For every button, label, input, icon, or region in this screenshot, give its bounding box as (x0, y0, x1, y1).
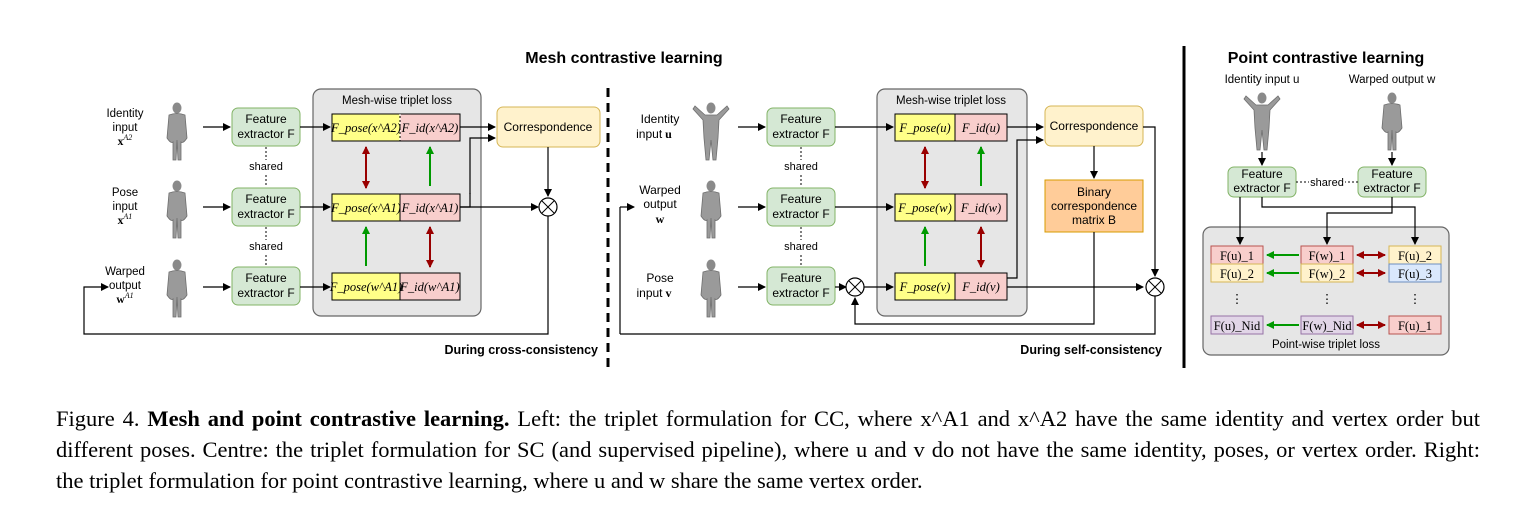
pose-feature-label: F_pose(x^A2) (330, 121, 401, 135)
shared-label: shared (249, 241, 283, 253)
point-feature-label: F(u)_1 (1398, 319, 1432, 333)
point-loss-title: Point-wise triplet loss (1272, 339, 1380, 351)
vertical-ellipsis: ⋮ (1321, 292, 1334, 306)
shared-label: shared (784, 241, 818, 253)
mesh-thumbnail (166, 180, 188, 239)
pose-feature (331, 113, 401, 142)
pose-feature (894, 272, 956, 301)
shared-label: shared (784, 161, 818, 173)
mesh-thumbnail (700, 180, 722, 239)
point-feature-w (1300, 263, 1354, 283)
loss-title: Mesh-wise triplet loss (896, 95, 1006, 107)
mesh-thumbnail (1381, 92, 1403, 151)
point-feature-neg (1388, 263, 1442, 283)
left-input-sym-2: xA1 (118, 212, 133, 227)
id-feature (399, 272, 461, 301)
id-feature (954, 193, 1008, 222)
mesh-thumbnail (1243, 92, 1281, 151)
feature-extractor-box (766, 266, 836, 306)
mesh-thumbnail (692, 102, 730, 161)
caption-text: Left: the triplet formulation for CC, wh… (56, 406, 1480, 493)
mesh-title: Mesh contrastive learning (525, 50, 722, 67)
point-loss-panel (1202, 226, 1450, 356)
left-input-sym-3: wA1 (116, 291, 133, 306)
id-feature (399, 193, 461, 222)
right-panel: Identity input u Warped output w Feature… (1202, 74, 1450, 356)
left-input-sym-1: xA2 (118, 133, 133, 148)
id-feature (954, 272, 1008, 301)
caption-title: Mesh and point contrastive learning. (147, 406, 510, 431)
point-feature-u (1210, 263, 1264, 283)
point-feature-label: F(w)_Nid (1302, 319, 1352, 333)
cross-consistency-note: During cross-consistency (444, 343, 598, 357)
pose-feature-label: F_pose(w^A1) (329, 280, 403, 294)
mesh-thumbnail (700, 259, 722, 318)
mesh-thumbnail (166, 259, 188, 318)
figure-caption: Figure 4. Mesh and point contrastive lea… (56, 403, 1480, 496)
point-title: Point contrastive learning (1228, 50, 1424, 67)
binary-matrix-box (1044, 179, 1144, 233)
vertical-ellipsis: ⋮ (1231, 292, 1244, 306)
point-feature-u (1210, 315, 1264, 335)
id-feature-label: F_id(v) (961, 280, 999, 294)
pose-feature-label: F_pose(x^A1) (330, 201, 401, 215)
pose-feature-label: F_pose(u) (898, 121, 950, 135)
id-feature-label: F_id(u) (961, 121, 1000, 135)
point-feature-neg (1388, 315, 1442, 335)
point-feature-label: F(u)_3 (1398, 267, 1432, 281)
id-feature (399, 113, 461, 142)
vertical-ellipsis: ⋮ (1409, 292, 1422, 306)
feature-extractor-box (231, 266, 301, 306)
point-feature-label: F(u)_2 (1398, 249, 1432, 263)
correspondence-label: Correspondence (1050, 119, 1139, 133)
point-feature-label: F(w)_1 (1309, 249, 1346, 263)
id-feature-label: F_id(w) (960, 201, 1001, 215)
shared-label: shared (249, 161, 283, 173)
point-feature-w (1300, 315, 1354, 335)
point-feature-label: F(w)_2 (1309, 267, 1346, 281)
id-feature-label: F_id(w^A1) (399, 280, 459, 294)
mesh-thumbnail (166, 102, 188, 161)
loss-title: Mesh-wise triplet loss (342, 95, 452, 107)
caption-label: Figure 4. (56, 406, 140, 431)
figure-diagram: Mesh contrastive learning Point contrast… (83, 46, 1450, 368)
warped-output-label: Warped output w (1349, 74, 1436, 86)
point-feature-label: F(u)_Nid (1214, 319, 1261, 333)
pose-feature (894, 113, 956, 142)
id-feature-label: F_id(x^A2) (401, 121, 459, 135)
pose-feature (331, 193, 401, 222)
identity-input-label: Identity input u (1225, 74, 1300, 86)
shared-label: shared (1310, 177, 1344, 189)
pose-feature-label: F_pose(v) (899, 280, 951, 294)
self-consistency-note: During self-consistency (1020, 343, 1162, 357)
point-feature-label: F(u)_2 (1220, 267, 1254, 281)
correspondence-label: Correspondence (504, 120, 593, 134)
point-feature-label: F(u)_1 (1220, 249, 1254, 263)
pose-feature-label: F_pose(w) (897, 201, 951, 215)
id-feature (954, 113, 1008, 142)
id-feature-label: F_id(x^A1) (401, 201, 459, 215)
